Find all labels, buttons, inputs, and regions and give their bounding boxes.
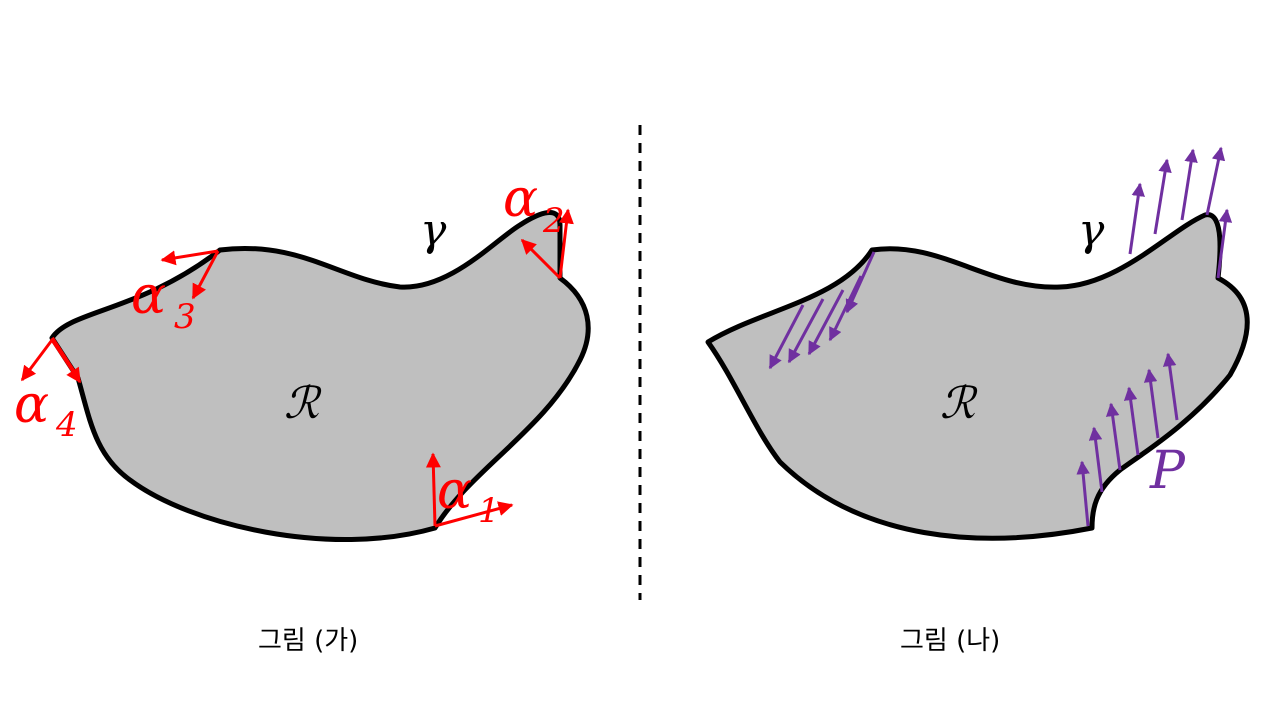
p-arrow-lr-4 <box>1123 386 1140 456</box>
left-panel: ℛ γ α 1 α 2 α 3 α 4 <box>14 169 591 543</box>
left-caption: 그림 (가) <box>258 626 359 656</box>
alpha1-right-arrow <box>434 501 514 528</box>
p-arrow-ur-1 <box>1128 182 1145 255</box>
p-arrow-ul-1 <box>845 251 876 314</box>
p-arrow-ul-3 <box>807 289 845 356</box>
p-arrow-lr-5 <box>1143 368 1160 439</box>
alpha2-left-arrow <box>520 238 562 280</box>
alpha4-ortho-arrow <box>50 339 82 384</box>
alpha4-upleft-arrow <box>20 339 54 382</box>
alpha3-subscript: 3 <box>174 297 196 337</box>
alpha1-up-arrow <box>425 452 441 527</box>
vector-field-p-label: P <box>1149 441 1186 501</box>
right-caption: 그림 (나) <box>900 626 1001 656</box>
p-arrow-ul-2 <box>828 275 863 342</box>
alpha3-symbol: α <box>131 266 166 326</box>
alpha4-subscript: 4 <box>55 405 78 445</box>
alpha3-down-arrow <box>191 250 220 300</box>
right-region-shape <box>705 212 1250 541</box>
right-panel: ℛ γ P <box>705 146 1250 541</box>
p-arrow-lr-1 <box>1076 460 1090 527</box>
right-region-label: ℛ <box>940 378 978 429</box>
alpha1-symbol: α <box>437 461 472 521</box>
p-arrow-lr-2 <box>1088 426 1104 493</box>
p-arrow-lr-3 <box>1105 402 1122 471</box>
p-arrow-ur-4 <box>1205 146 1226 216</box>
alpha2-subscript: 2 <box>542 201 565 241</box>
p-arrow-ul-4 <box>787 298 825 364</box>
p-arrow-ur-5 <box>1216 208 1233 279</box>
alpha1-subscript: 1 <box>478 491 500 531</box>
left-region-label: ℛ <box>284 378 322 429</box>
left-boundary-gamma-label: γ <box>420 205 447 256</box>
p-arrow-ul-5 <box>768 304 805 370</box>
left-region-shape <box>49 210 591 543</box>
p-arrow-ur-3 <box>1180 148 1198 221</box>
p-arrow-ur-2 <box>1153 158 1172 235</box>
alpha3-left-arrow <box>160 249 219 266</box>
alpha2-symbol: α <box>503 169 538 229</box>
p-arrow-lr-6 <box>1162 352 1179 421</box>
right-boundary-gamma-label: γ <box>1078 205 1105 256</box>
alpha2-up-arrow <box>558 208 574 279</box>
alpha4-symbol: α <box>14 375 49 435</box>
